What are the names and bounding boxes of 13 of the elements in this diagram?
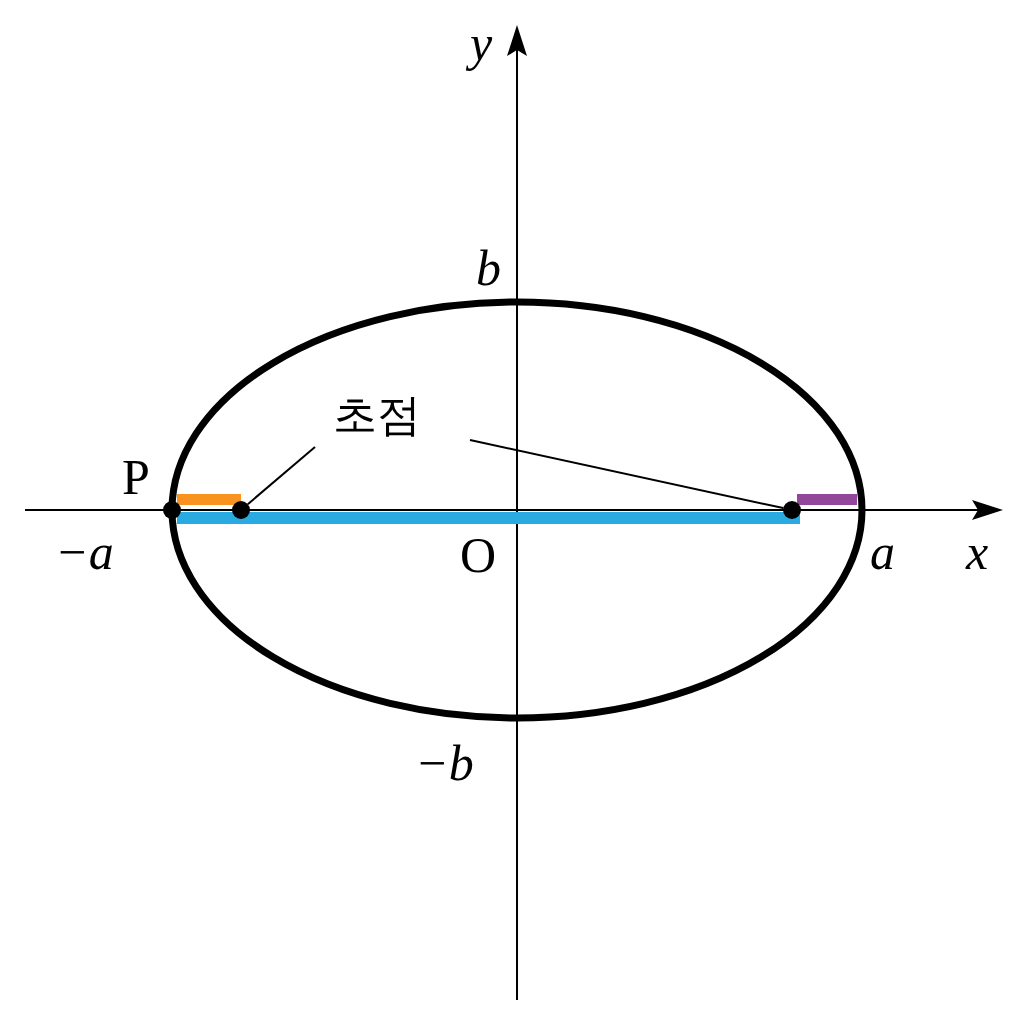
point-dot [163,501,181,519]
origin-label: O [460,530,497,580]
axis-label: −a [55,527,114,577]
leader-line [246,446,316,506]
point-dot [232,501,250,519]
point-label: P [122,452,150,502]
point-dot [783,501,801,519]
callout-label: 초점 [333,393,421,437]
axis-label: −b [415,738,474,788]
axis-label: a [870,527,895,577]
axis-label: b [476,243,501,293]
axis-label: x [966,527,989,577]
leader-line [469,439,785,510]
